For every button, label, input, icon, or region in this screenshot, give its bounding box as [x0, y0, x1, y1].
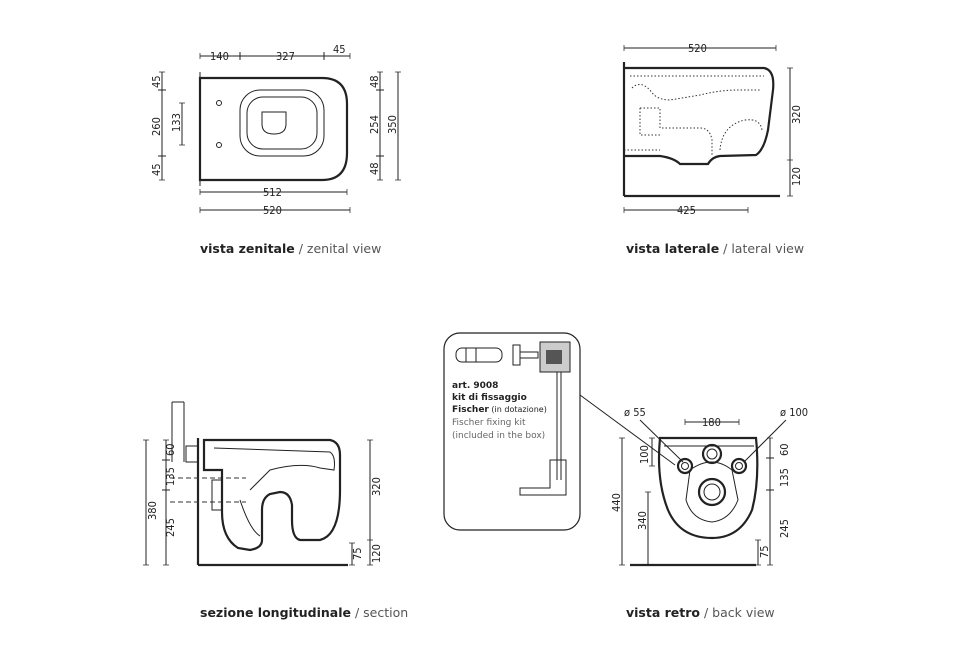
dim-512: 512: [263, 186, 282, 199]
dim-245-section: 245: [164, 518, 177, 537]
dim-45-left-2: 45: [150, 163, 163, 176]
flush-pipe: [171, 401, 185, 462]
bowl-outline-side: [624, 66, 775, 166]
dim-dia-55: ø 55: [624, 406, 646, 419]
caption-zenital: vista zenitale / zenital view: [200, 241, 381, 256]
kit-line-5: (included in the box): [452, 431, 545, 441]
kit-frame: [443, 332, 581, 531]
dim-75-section: 75: [351, 547, 364, 560]
caption-lateral: vista laterale / lateral view: [626, 241, 804, 256]
dim-120-section: 120: [370, 544, 383, 563]
dim-327: 327: [276, 50, 295, 63]
dim-350: 350: [386, 115, 399, 134]
dim-45-left-1: 45: [150, 75, 163, 88]
bowl-section-outline: [202, 438, 342, 552]
dim-100-back: 100: [638, 445, 651, 464]
dim-380-section: 380: [146, 501, 159, 520]
lateral-view: 520 320 120 425 vista laterale / lateral…: [622, 42, 804, 256]
dim-440-back: 440: [610, 493, 623, 512]
rim-opening: [239, 89, 325, 157]
dim-260: 260: [150, 117, 163, 136]
dim-60-section: 60: [164, 443, 177, 456]
dim-133: 133: [170, 113, 183, 132]
dim-520: 520: [263, 204, 282, 217]
inlet-hole: [701, 443, 723, 465]
fixing-hole-left: [676, 457, 694, 475]
dim-425-lateral: 425: [677, 204, 696, 217]
fixing-hole-right: [730, 457, 748, 475]
dim-320-lateral: 320: [790, 105, 803, 124]
dim-520-lateral: 520: [688, 42, 707, 55]
dim-120-lateral: 120: [790, 167, 803, 186]
back-inner-recess: [685, 461, 739, 523]
bolt-icon: [512, 344, 539, 366]
dim-245-back: 245: [778, 519, 791, 538]
fixing-kit-panel: art. 9008 kit di fissaggio Fischer (in d…: [443, 332, 676, 531]
dim-340-back: 340: [636, 511, 649, 530]
dim-135-section: 135: [164, 467, 177, 486]
dim-135-back: 135: [778, 468, 791, 487]
outlet-hole: [697, 477, 727, 507]
anchor-plug: [455, 347, 503, 363]
dim-dia-100: ø 100: [780, 406, 808, 419]
dim-140: 140: [210, 50, 229, 63]
dim-75-back: 75: [758, 545, 771, 558]
dim-254: 254: [368, 115, 381, 134]
kit-line-1: art. 9008: [452, 381, 498, 391]
section-view: 380 60 135 245 320 120 75 sezione longit…: [143, 401, 408, 620]
back-view: ø 55 ø 100 180 100 440 340 60 135 245 75…: [610, 406, 808, 620]
dim-60-back: 60: [778, 443, 791, 456]
zenital-view: 140 327 45 512 520 45 260 133 45 48 254 …: [150, 43, 401, 256]
bowl-outline-top: [198, 76, 349, 182]
bowl-back-outline: [657, 436, 759, 540]
fixing-bracket: [519, 459, 567, 496]
kit-line-4: Fischer fixing kit: [452, 418, 526, 428]
dim-320-section: 320: [370, 477, 383, 496]
caption-section: sezione longitudinale / section: [200, 605, 408, 620]
dim-48-right-2: 48: [368, 162, 381, 175]
dim-45-top: 45: [333, 43, 346, 56]
kit-line-2: kit di fissaggio: [452, 393, 527, 403]
kit-line-3: Fischer (in dotazione): [452, 405, 547, 415]
caption-back: vista retro / back view: [626, 605, 775, 620]
drain-pipe: [170, 477, 246, 503]
dim-48-right-1: 48: [368, 75, 381, 88]
dim-180-back: 180: [702, 416, 721, 429]
